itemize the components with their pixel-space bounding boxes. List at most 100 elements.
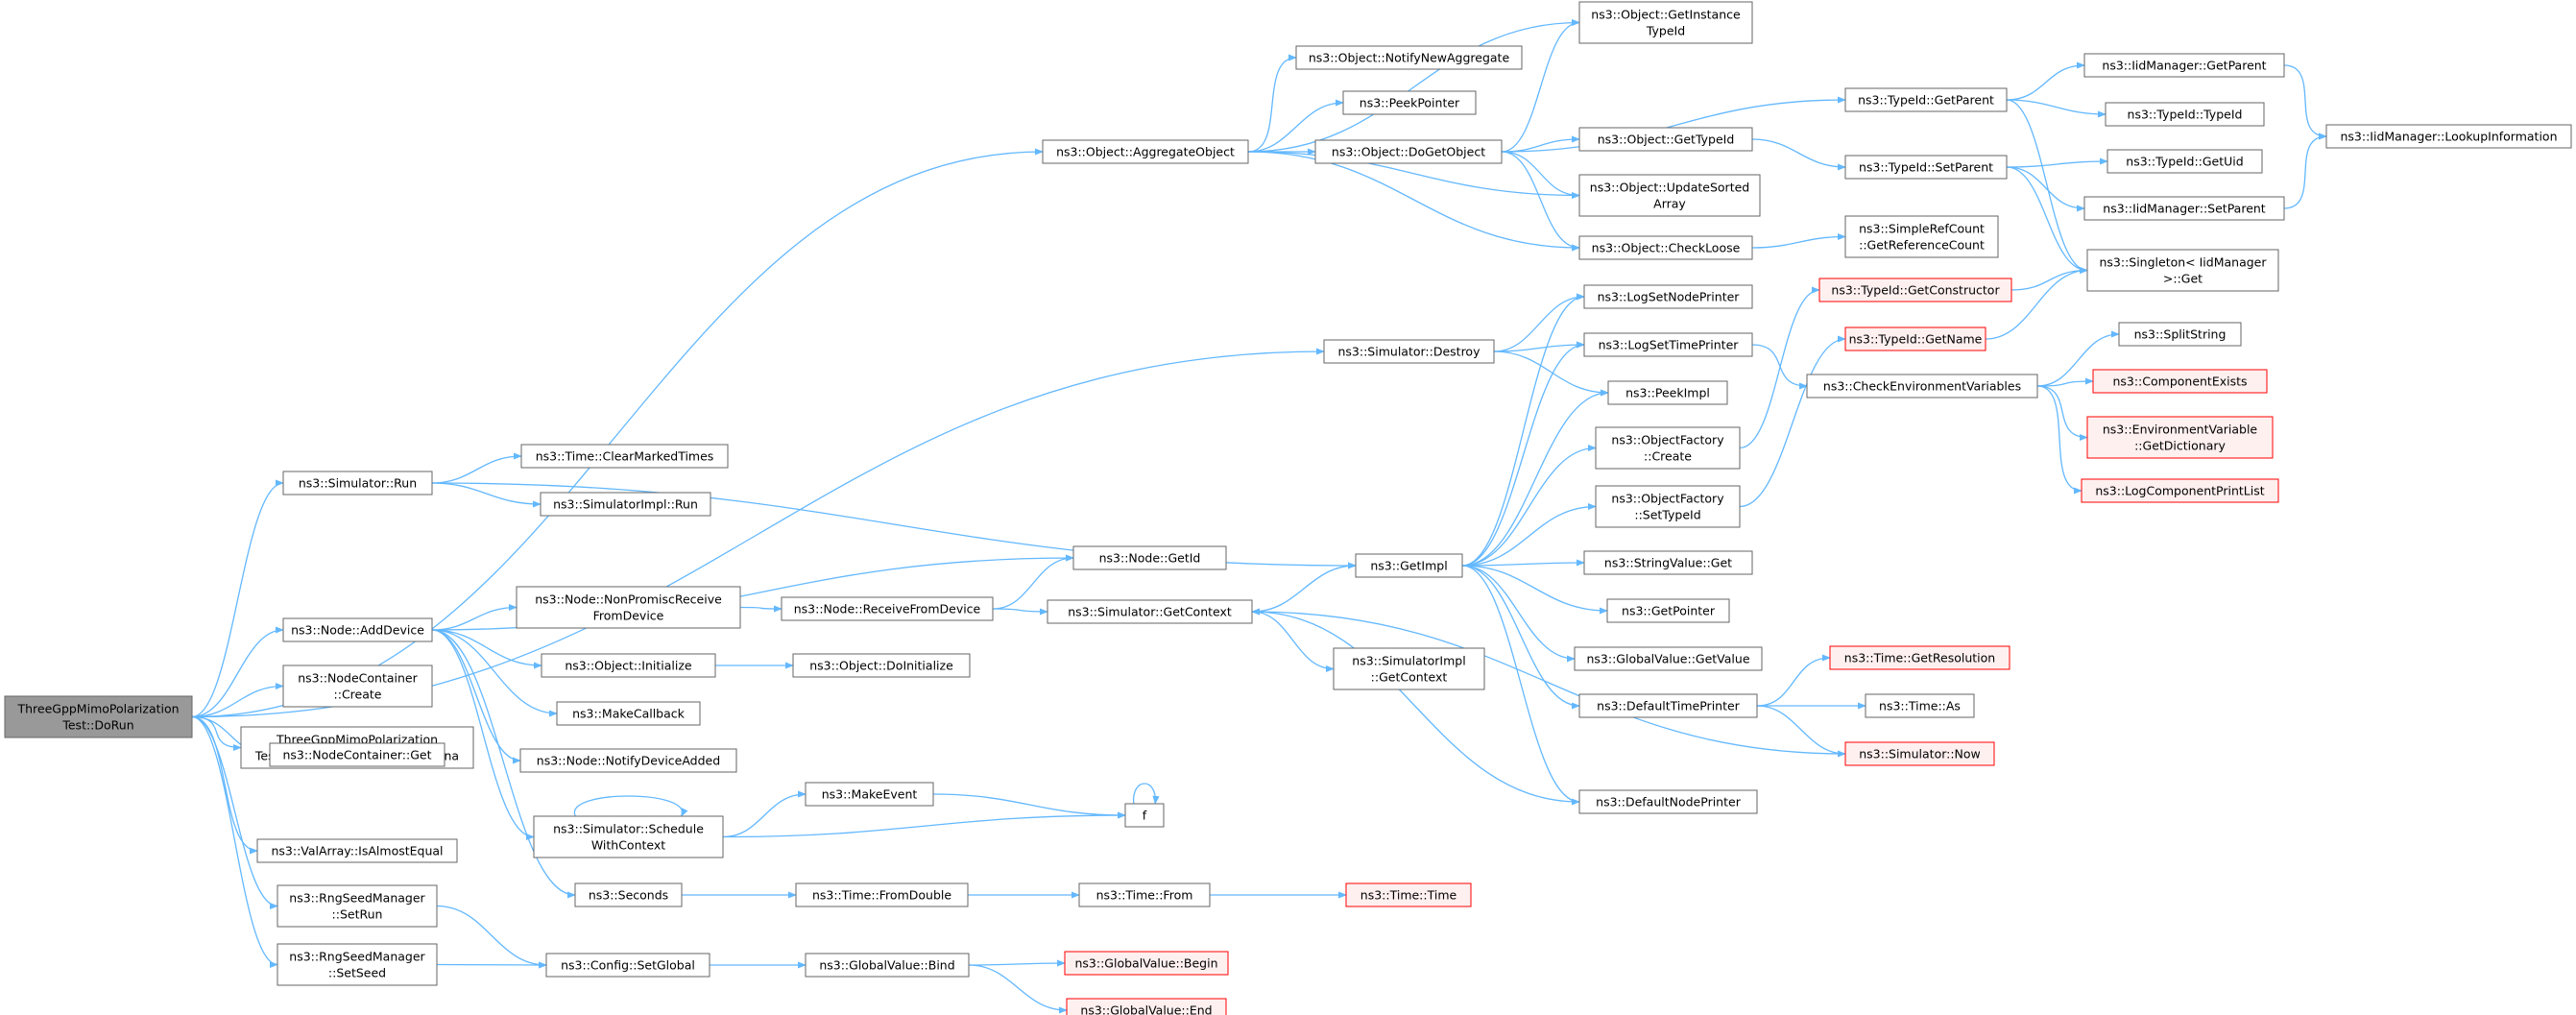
node-globalvalue-get[interactable]: ns3::GlobalValue::GetValue (1574, 646, 1763, 671)
node-obj-doinit[interactable]: ns3::Object::DoInitialize (792, 653, 971, 678)
node-makecallback[interactable]: ns3::MakeCallback (556, 701, 701, 726)
node-envvar-dict[interactable]: ns3::EnvironmentVariable::GetDictionary (2086, 416, 2274, 459)
node-rng-setrun[interactable]: ns3::RngSeedManager::SetRun (277, 884, 438, 928)
node-logsettime[interactable]: ns3::LogSetTimePrinter (1583, 332, 1753, 357)
node-aggregate[interactable]: ns3::Object::AggregateObject (1042, 139, 1249, 164)
edge-typeid-getparent-to-iid-getparent (2006, 61, 2085, 101)
node-seconds[interactable]: ns3::Seconds (574, 882, 683, 907)
edge-nodeadddev-to-obj-initialize (431, 629, 542, 669)
node-node-getid[interactable]: ns3::Node::GetId (1072, 545, 1227, 570)
node-label: ns3::TypeId::SetParent (1859, 160, 1993, 175)
node-globalvalue-begin[interactable]: ns3::GlobalValue::Begin (1064, 951, 1229, 976)
node-box (1595, 426, 1741, 470)
node-sim-now[interactable]: ns3::Simulator::Now (1844, 741, 1995, 766)
node-objgettypeid[interactable]: ns3::Object::GetTypeId (1578, 127, 1753, 152)
node-label: Array (1653, 197, 1686, 211)
node-deftimeprinter[interactable]: ns3::DefaultTimePrinter (1578, 693, 1758, 718)
node-compexists[interactable]: ns3::ComponentExists (2092, 369, 2268, 394)
node-label: ns3::Object::UpdateSorted (1590, 181, 1749, 195)
node-getpointer[interactable]: ns3::GetPointer (1606, 598, 1730, 623)
node-valarray[interactable]: ns3::ValArray::IsAlmostEqual (256, 838, 458, 863)
node-time-getres[interactable]: ns3::Time::GetResolution (1829, 645, 2010, 670)
edge-iid-getparent-to-iid-lookup (2283, 64, 2327, 140)
node-logcompprint[interactable]: ns3::LogComponentPrintList (2081, 478, 2279, 503)
node-label: ns3::Simulator::Now (1859, 747, 1981, 761)
node-peekpointer[interactable]: ns3::PeekPointer (1342, 90, 1477, 115)
node-simdestroy[interactable]: ns3::Simulator::Destroy (1323, 339, 1495, 364)
node-label: ns3::TypeId::GetParent (1858, 93, 1994, 108)
node-sim-getcontext[interactable]: ns3::Simulator::GetContext (1047, 599, 1253, 624)
edge-simrun-to-clearmarked (431, 452, 522, 484)
node-label: ns3::Time::As (1879, 699, 1961, 713)
node-iid-getparent[interactable]: ns3::IidManager::GetParent (2083, 53, 2285, 78)
node-makeevent[interactable]: ns3::MakeEvent (805, 782, 934, 807)
node-nodecont-create[interactable]: ns3::NodeContainer::Create (282, 665, 433, 708)
edge-logsettime-to-checkenv (1751, 344, 1808, 390)
node-nodecont-get[interactable]: ns3::NodeContainer::Get (269, 742, 445, 767)
node-globalvalue-bind[interactable]: ns3::GlobalValue::Bind (805, 953, 970, 978)
node-box (1072, 545, 1227, 570)
node-nodeadddev[interactable]: ns3::Node::AddDevice (282, 617, 433, 642)
node-label: ns3::IidManager::LookupInformation (2340, 130, 2557, 144)
node-label: ns3::SimpleRefCount (1859, 222, 1985, 236)
node-box (1844, 87, 2008, 112)
node-typeid-setparent[interactable]: ns3::TypeId::SetParent (1844, 155, 2008, 180)
node-checkenv[interactable]: ns3::CheckEnvironmentVariables (1806, 374, 2038, 399)
node-splitstring[interactable]: ns3::SplitString (2118, 322, 2242, 347)
edge-aggregate-to-checkloose (1247, 151, 1580, 252)
node-time-fromdouble[interactable]: ns3::Time::FromDouble (795, 882, 969, 907)
node-checkloose[interactable]: ns3::Object::CheckLoose (1578, 235, 1753, 260)
node-label: ns3::Node::ReceiveFromDevice (794, 602, 981, 616)
node-typeid-typeid[interactable]: ns3::TypeId::TypeId (2105, 102, 2265, 127)
node-peekimpl[interactable]: ns3::PeekImpl (1607, 380, 1728, 405)
node-singleton[interactable]: ns3::Singleton< IidManager>::Get (2086, 249, 2279, 292)
node-time-from[interactable]: ns3::Time::From (1078, 882, 1211, 907)
node-label: ns3::Singleton< IidManager (2099, 255, 2267, 270)
node-label: ns3::Node::NotifyDeviceAdded (537, 754, 720, 768)
node-obj-initialize[interactable]: ns3::Object::Initialize (541, 653, 716, 678)
node-time-as[interactable]: ns3::Time::As (1865, 693, 1975, 718)
node-typeid-getuid[interactable]: ns3::TypeId::GetUid (2107, 149, 2263, 174)
node-clearmarked[interactable]: ns3::Time::ClearMarkedTimes (520, 444, 729, 469)
node-iid-setparent[interactable]: ns3::IidManager::SetParent (2083, 196, 2285, 221)
node-box (2081, 478, 2279, 503)
node-logsetnode[interactable]: ns3::LogSetNodePrinter (1583, 284, 1753, 309)
node-time-time[interactable]: ns3::Time::Time (1345, 882, 1472, 907)
node-box (1124, 803, 1165, 828)
node-objfact-create[interactable]: ns3::ObjectFactory::Create (1595, 426, 1741, 470)
edge-nodeadddev-to-schedwithctx (431, 629, 535, 841)
node-objfact-settypeid[interactable]: ns3::ObjectFactory::SetTypeId (1595, 485, 1741, 528)
node-globalvalue-end[interactable]: ns3::GlobalValue::End (1066, 998, 1227, 1015)
node-simimplrun[interactable]: ns3::SimulatorImpl::Run (540, 492, 711, 517)
node-rng-setseed[interactable]: ns3::RngSeedManager::SetSeed (277, 943, 438, 986)
node-iid-lookup[interactable]: ns3::IidManager::LookupInformation (2325, 124, 2572, 149)
node-notifynewagg[interactable]: ns3::Object::NotifyNewAggregate (1295, 45, 1523, 70)
edges-layer (191, 18, 2327, 1014)
node-typeid-getname[interactable]: ns3::TypeId::GetName (1844, 326, 1986, 351)
node-typeid-getparent[interactable]: ns3::TypeId::GetParent (1844, 87, 2008, 112)
node-stringvalue[interactable]: ns3::StringValue::Get (1583, 550, 1753, 575)
node-simimpl-getctx[interactable]: ns3::SimulatorImpl::GetContext (1333, 647, 1485, 690)
edge-objfact-create-to-typeid-getctor (1739, 286, 1820, 449)
node-simrefcount[interactable]: ns3::SimpleRefCount::GetReferenceCount (1844, 215, 1999, 258)
node-simrun[interactable]: ns3::Simulator::Run (282, 471, 433, 495)
node-box (2107, 149, 2263, 174)
node-box (1047, 599, 1253, 624)
node-label: ns3::Object::Initialize (565, 659, 692, 673)
node-getimpl[interactable]: ns3::GetImpl (1355, 553, 1463, 578)
node-dogetobject[interactable]: ns3::Object::DoGetObject (1314, 139, 1503, 164)
node-label: FromDevice (593, 609, 664, 623)
node-receivefromdev[interactable]: ns3::Node::ReceiveFromDevice (781, 596, 994, 621)
node-typeid-getctor[interactable]: ns3::TypeId::GetConstructor (1818, 278, 2012, 302)
node-defnodeprinter[interactable]: ns3::DefaultNodePrinter (1578, 789, 1758, 814)
node-label: ns3::IidManager::GetParent (2102, 59, 2266, 73)
node-box (805, 782, 934, 807)
node-notifydevadded[interactable]: ns3::Node::NotifyDeviceAdded (519, 748, 737, 773)
node-config-setglobal[interactable]: ns3::Config::SetGlobal (545, 953, 710, 978)
node-f[interactable]: f (1124, 803, 1165, 828)
